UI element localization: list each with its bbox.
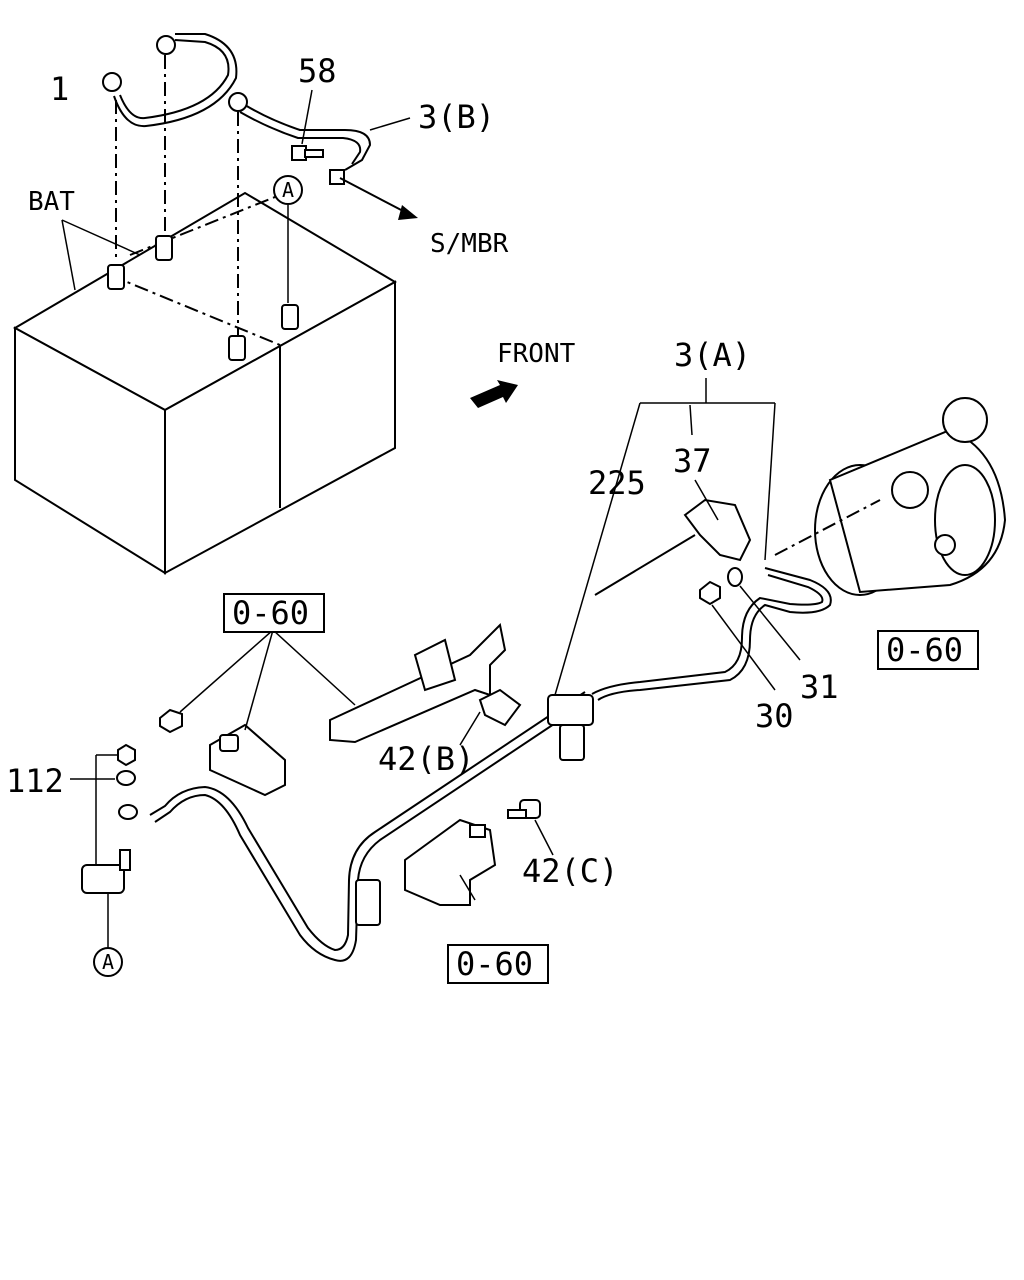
bracket-upper — [329, 622, 507, 744]
bolt-58 — [291, 89, 324, 161]
s-mbr-label: S/MBR — [430, 229, 509, 259]
bracket-lower-left — [159, 708, 286, 797]
ref-3a-bracket — [554, 378, 776, 696]
ref-060-bottom-box — [447, 944, 549, 984]
ref-060-right-label: 0-60 — [886, 631, 963, 669]
cable-negative — [102, 33, 238, 262]
cable-3b — [228, 92, 418, 335]
ref-a-top — [273, 175, 303, 303]
ref-060-left-box — [223, 593, 325, 633]
terminal-112 — [70, 743, 138, 977]
part-3a-label: 3(A) — [674, 336, 751, 374]
part-3b-label: 3(B) — [418, 98, 495, 136]
bolt-42b — [459, 688, 522, 746]
part-42b-label: 42(B) — [378, 740, 474, 778]
part-58-label: 58 — [298, 52, 337, 90]
part-225-label: 225 — [588, 464, 646, 502]
part-37 — [594, 479, 752, 596]
starter-motor — [774, 397, 1007, 596]
cable-3a — [149, 567, 832, 962]
bracket-bottom — [404, 818, 497, 906]
bat-leader — [61, 219, 76, 291]
ref-060-right-box — [877, 630, 979, 670]
part-30-label: 30 — [755, 697, 794, 735]
front-arrow-icon — [470, 380, 518, 408]
front-label: FRONT — [497, 339, 576, 369]
part-112-label: 112 — [6, 762, 64, 800]
part-42c-label: 42(C) — [522, 852, 618, 890]
bat-label: BAT — [28, 187, 75, 217]
part-31-label: 31 — [800, 668, 839, 706]
ref-060-left-label: 0-60 — [232, 594, 309, 632]
ref-060-bottom-label: 0-60 — [456, 945, 533, 983]
ref-a-top-label: A — [282, 178, 294, 202]
part-37-label: 37 — [673, 442, 712, 480]
part-1-label: 1 — [50, 70, 69, 108]
bolt-42c — [459, 799, 554, 901]
nut-30-washer-31 — [699, 567, 801, 691]
ref-a-bottom-label: A — [102, 950, 114, 974]
battery — [12, 184, 398, 575]
